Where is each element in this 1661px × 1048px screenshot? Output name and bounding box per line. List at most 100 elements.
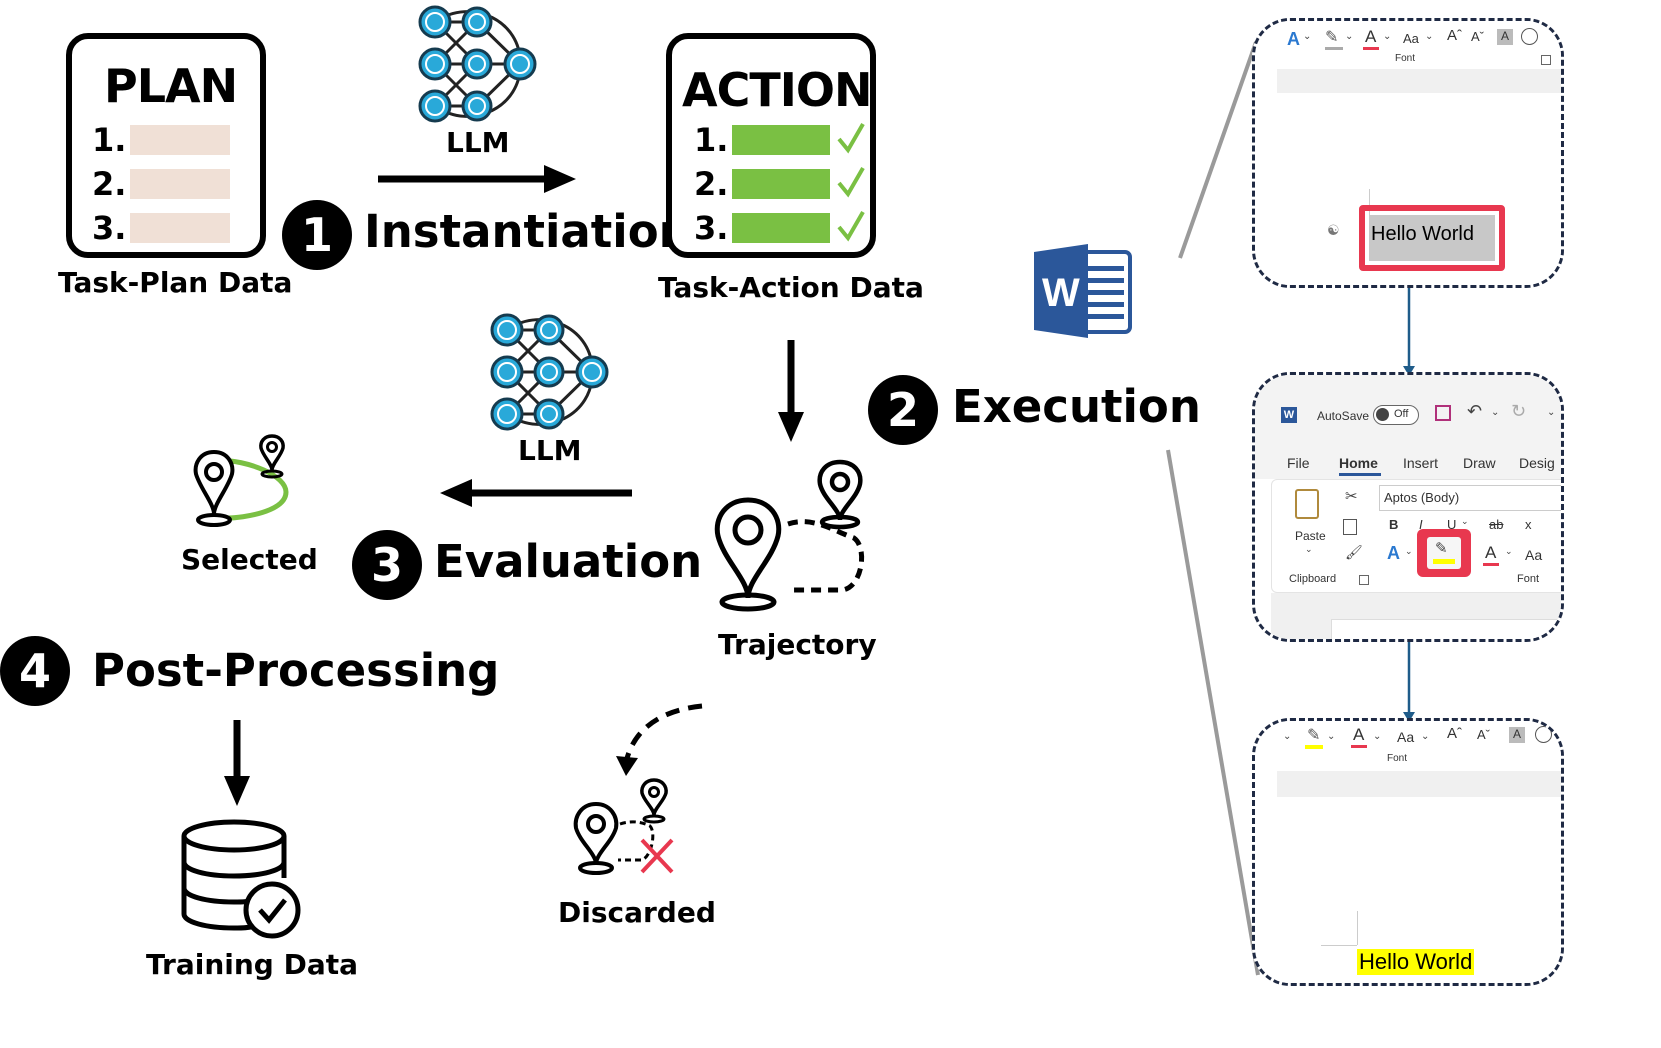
tab-file[interactable]: File [1287,455,1310,471]
selected-text-highlight-box[interactable]: Hello World [1359,205,1505,271]
page-edge [1331,619,1561,639]
font-group-label: Font [1517,573,1540,585]
clear-format-icon[interactable] [1535,726,1552,743]
shrink-font-icon[interactable]: Aˇ [1471,29,1484,44]
chevron-down-icon[interactable]: ⌄ [1421,731,1430,742]
format-painter-icon[interactable]: 🖌 [1345,545,1363,561]
autosave-toggle[interactable]: Off [1373,405,1419,425]
trajectory-icon [714,459,865,612]
chevron-down-icon[interactable]: ⌄ [1405,547,1413,557]
step-3-label: Evaluation [434,535,703,588]
font-name-value: Aptos (Body) [1384,490,1460,505]
change-case-button[interactable]: Aa [1403,31,1419,46]
highlight-pen-icon[interactable]: ✎ [1325,27,1339,46]
plan-card: PLAN 1. 2. 3. [66,33,266,258]
dialog-launcher-icon[interactable] [1359,575,1369,585]
chevron-down-icon[interactable]: ⌄ [1345,31,1354,42]
bold-button[interactable]: B [1389,517,1399,532]
plan-title: PLAN [104,59,238,113]
chevron-down-icon[interactable]: ⌄ [1461,517,1469,527]
tab-design[interactable]: Desig [1519,455,1555,471]
italic-button[interactable]: I [1419,517,1423,532]
save-icon[interactable] [1435,405,1451,421]
action-title: ACTION [682,63,872,117]
grow-font-icon[interactable]: Aˆ [1447,27,1462,44]
word-app-icon: W [1281,407,1297,423]
check-icon [837,211,865,242]
word-panel-2: W AutoSave Off ↶ ⌄ ↻ ⌄ File Home Insert … [1252,372,1564,642]
chevron-down-icon[interactable]: ⌄ [1505,547,1513,557]
grow-font-icon[interactable]: Aˆ [1447,725,1462,742]
discarded-route-icon [573,778,674,875]
svg-text:W: W [1042,271,1080,315]
highlight-button-selected[interactable]: ✎ [1417,529,1471,577]
llm-top-label: LLM [446,126,510,159]
font-color-icon[interactable]: A [1485,543,1497,562]
text-effects-icon[interactable]: A [1387,543,1400,563]
plan-row-2-num: 2. [92,165,127,203]
panel-arrow-down-icon [1403,286,1415,376]
hello-world-highlighted-text[interactable]: Hello World [1357,949,1475,975]
font-color-underline [1363,47,1379,50]
trajectory-label: Trajectory [718,628,877,661]
hello-world-text[interactable]: Hello World [1371,223,1474,245]
chevron-down-icon[interactable]: ⌄ [1425,31,1434,42]
action-row-3-bar [732,213,830,243]
tab-draw[interactable]: Draw [1463,455,1496,471]
action-caption: Task-Action Data [658,271,924,304]
subscript-button[interactable]: x [1525,517,1532,532]
char-shading-icon[interactable]: A [1497,29,1513,45]
highlight-color-bar [1433,559,1455,564]
undo-icon[interactable]: ↶ [1467,401,1483,422]
chevron-down-icon[interactable]: ⌄ [1305,545,1313,555]
chevron-down-icon[interactable]: ⌄ [1373,731,1382,742]
plan-row-1-num: 1. [92,121,127,159]
underline-button[interactable]: U [1447,517,1457,532]
font-toolbar: A ⌄ ✎ ⌄ A ⌄ Aa ⌄ Aˆ Aˇ A Font [1277,21,1561,69]
cut-icon[interactable]: ✂ [1345,487,1358,505]
font-group-label: Font [1395,53,1416,64]
font-color-icon[interactable]: A [1353,725,1365,744]
tab-insert[interactable]: Insert [1403,455,1439,471]
dialog-launcher-icon[interactable] [1541,55,1551,65]
change-case-button[interactable]: Aa [1525,547,1543,563]
change-case-button[interactable]: Aa [1397,729,1415,745]
clear-format-icon[interactable] [1521,28,1538,45]
highlight-pen-icon: ✎ [1435,539,1448,557]
text-effects-icon[interactable]: A [1287,29,1300,49]
llm-mid-label: LLM [518,434,582,467]
action-row-1-num: 1. [694,121,729,159]
paste-icon[interactable] [1295,489,1319,519]
arrow-left-icon [440,479,632,507]
font-name-field[interactable]: Aptos (Body) [1379,485,1561,511]
chevron-down-icon[interactable]: ⌄ [1491,407,1500,418]
highlight-pen-icon[interactable]: ✎ [1307,725,1321,744]
step-4-badge: 4 [0,636,70,706]
copilot-icon[interactable]: ☯ [1327,223,1340,239]
chevron-down-icon[interactable]: ⌄ [1303,31,1312,42]
more-icon[interactable]: ⌄ [1547,407,1556,418]
shrink-font-icon[interactable]: Aˇ [1477,727,1490,742]
font-color-icon[interactable]: A [1365,27,1377,46]
cursor-line [1369,189,1370,219]
highlight-underline [1325,47,1343,50]
plan-row-2-bar [130,169,230,199]
chevron-down-icon[interactable]: ⌄ [1383,31,1392,42]
copy-icon[interactable] [1343,519,1357,535]
plan-caption: Task-Plan Data [58,266,293,299]
selected-label: Selected [181,543,318,576]
chevron-down-icon[interactable]: ⌄ [1283,731,1292,742]
step-2-label: Execution [952,380,1201,433]
tab-home[interactable]: Home [1339,455,1378,471]
neural-network-icon [418,5,537,123]
redo-icon[interactable]: ↻ [1511,401,1527,422]
step-1-badge: 1 [282,200,352,270]
char-shading-icon[interactable]: A [1509,727,1525,743]
check-icon [837,167,865,198]
paste-label[interactable]: Paste [1295,529,1326,543]
chevron-down-icon[interactable]: ⌄ [1327,731,1336,742]
action-row-3-num: 3. [694,209,729,247]
strikethrough-button[interactable]: ab [1489,517,1504,532]
plan-row-3-num: 3. [92,209,127,247]
panel-arrow-down-icon [1403,640,1415,722]
